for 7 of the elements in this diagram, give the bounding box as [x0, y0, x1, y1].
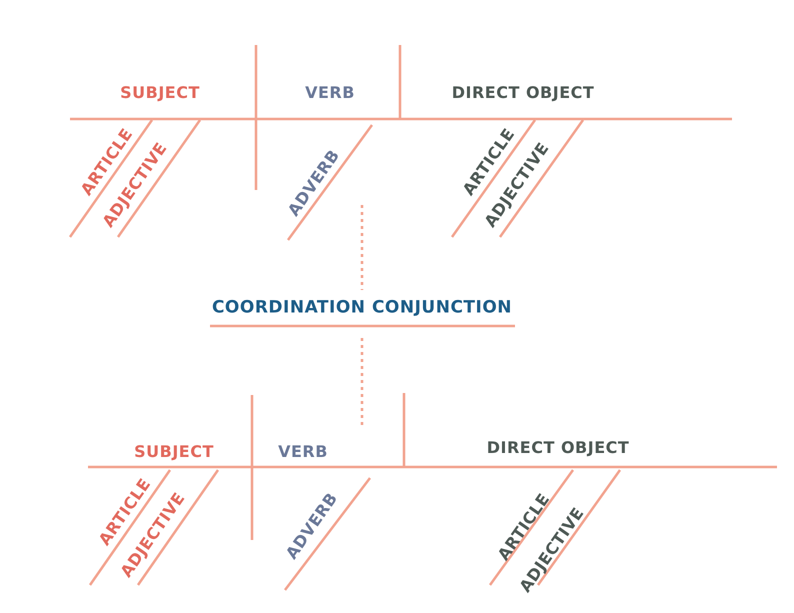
word-label: SUBJECT: [134, 444, 214, 460]
word-label: DIRECT OBJECT: [486, 440, 630, 456]
word-label: SUBJECT: [120, 85, 200, 101]
word-label: DIRECT OBJECT: [452, 85, 594, 101]
word-label: COORDINATION CONJUNCTION: [212, 300, 512, 316]
word-label: VERB: [305, 85, 355, 101]
word-label: VERB: [278, 444, 328, 460]
